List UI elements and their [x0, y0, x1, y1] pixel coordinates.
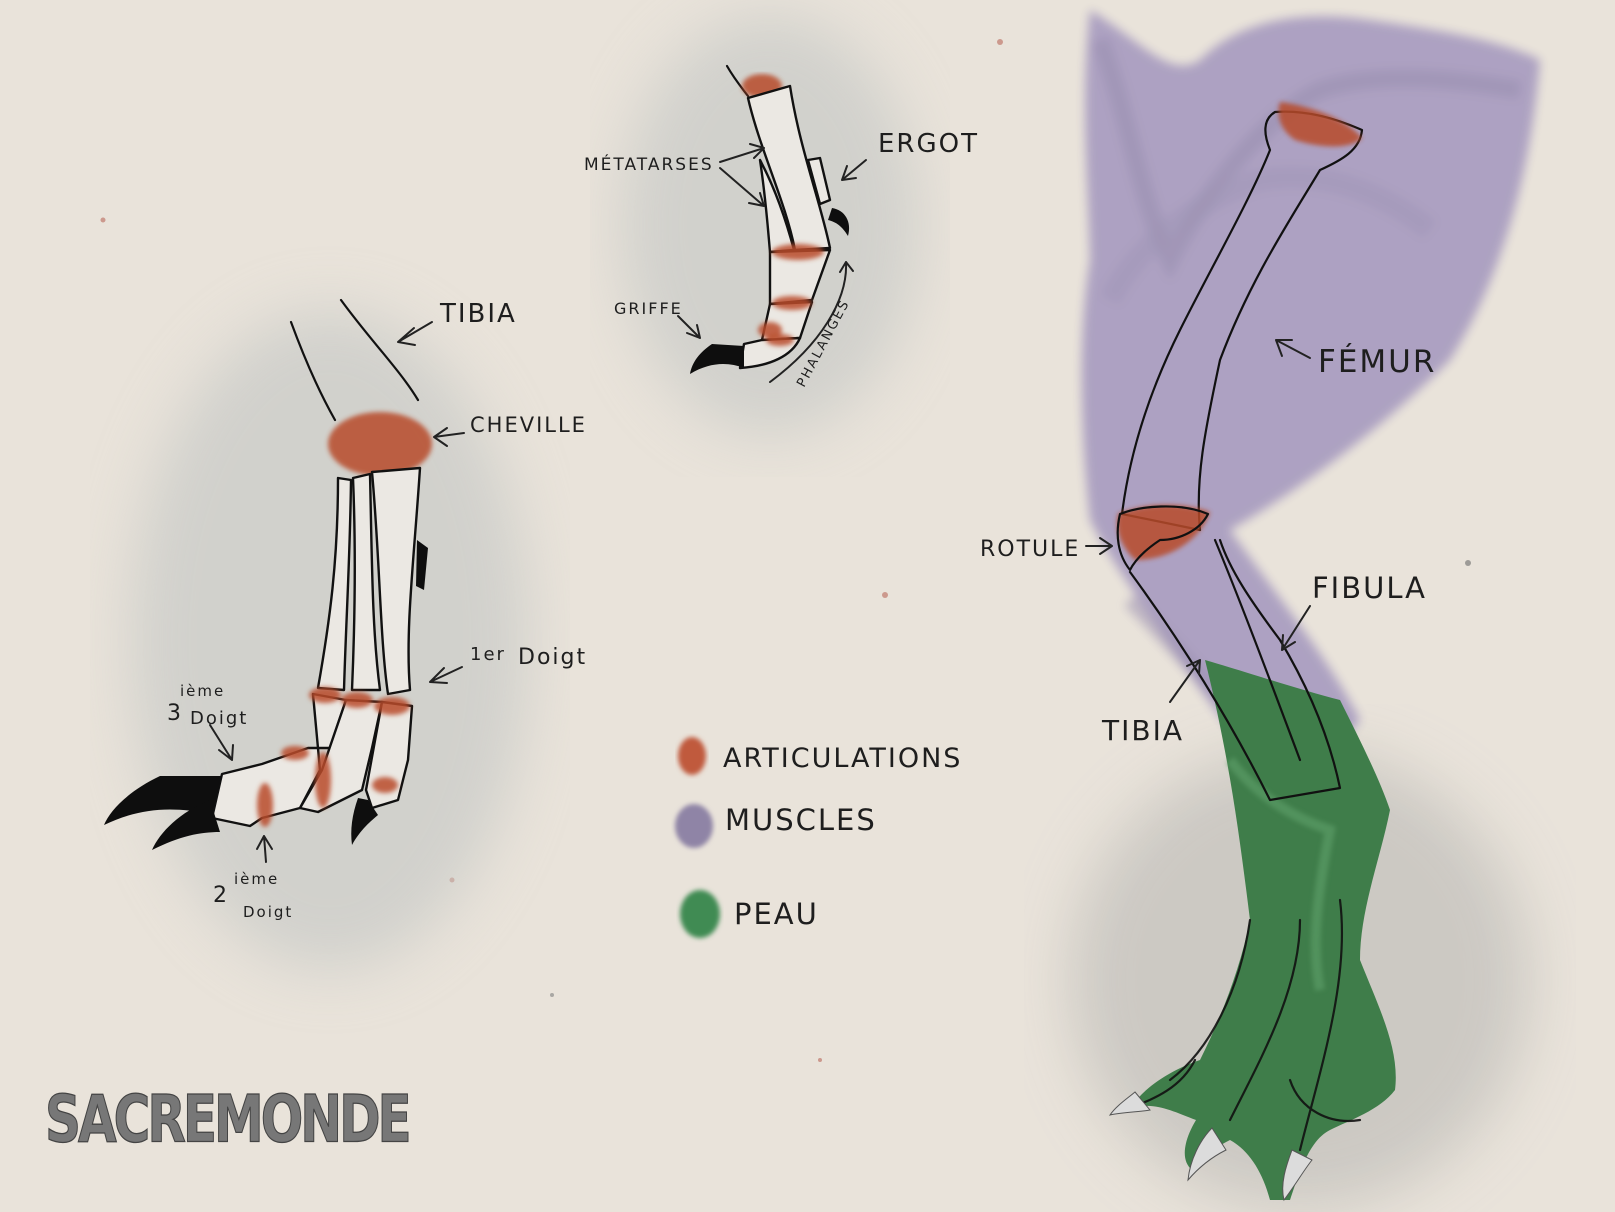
metatarsal-3 [316, 476, 353, 692]
label-second-toe-sup: ième [234, 870, 279, 888]
label-first-toe-sup: 1er [470, 644, 506, 665]
metatarsal-2 [350, 472, 382, 692]
arrow-metatarses-2 [719, 167, 765, 207]
leg-claw-mid [1187, 1127, 1227, 1182]
label-leg-tibia: TIBIA [1101, 714, 1184, 747]
label-third-toe-sup: ième [180, 682, 225, 700]
claw-third-toe-b [152, 800, 220, 850]
arrow-ergot [841, 159, 867, 181]
foot-diagram: TIBIA CHEVILLE 1er Doigt 3 ième Doigt 2 … [104, 298, 587, 970]
label-rotule: ROTULE [980, 537, 1080, 562]
femur-bone [1120, 110, 1364, 532]
leg-claw-right [1282, 1149, 1313, 1202]
arrow-griffe [677, 315, 701, 339]
arrow-second-toe [256, 835, 273, 863]
ankle-joint [328, 412, 432, 476]
leg-toe-lines [1128, 898, 1362, 1152]
arrow-phalanges [769, 261, 854, 383]
claw-third-toe [104, 776, 222, 825]
paper-texture [100, 39, 1471, 1062]
leg-fibula-bone [1213, 538, 1302, 762]
label-ergot: ERGOT [878, 129, 979, 159]
label-griffe: GRIFFE [614, 299, 683, 318]
rotule-joint [1117, 504, 1210, 560]
arrow-femur [1275, 339, 1311, 359]
claw-first-toe [351, 798, 378, 845]
legend-swatch-muscles [675, 804, 713, 848]
metatarsal-1 [370, 466, 422, 696]
arrow-third-toe [209, 724, 234, 761]
label-second-toe-num: 2 [213, 883, 229, 908]
label-metatarses: MÉTATARSES [584, 153, 714, 175]
label-tibia: TIBIA [439, 299, 517, 329]
foot-tibia-bone [289, 320, 337, 422]
legend: ARTICULATIONS MUSCLES PEAU [675, 737, 962, 938]
phalanx-diagram: MÉTATARSES ERGOT GRIFFE PHALANGES [584, 15, 979, 435]
rotule-outline [1116, 505, 1210, 572]
leg-diagram: FÉMUR ROTULE FIBULA TIBIA [980, 10, 1540, 1210]
label-femur: FÉMUR [1318, 344, 1436, 380]
legend-label-articulations: ARTICULATIONS [723, 743, 962, 774]
femur-head-joint [1278, 102, 1362, 147]
label-cheville: CHEVILLE [470, 413, 587, 437]
ergot-claw [828, 208, 850, 236]
legend-label-muscles: MUSCLES [725, 803, 877, 837]
arrow-cheville [433, 427, 465, 447]
leg-claw-left [1108, 1091, 1151, 1116]
label-third-toe: Doigt [190, 708, 248, 729]
foot-tibia-bone-back [339, 298, 420, 402]
leg-skin [1130, 660, 1396, 1200]
arrow-rotule [1085, 537, 1113, 555]
label-first-toe: Doigt [518, 645, 587, 670]
phalanx-tibia-line [725, 64, 750, 98]
arrow-metatarses-1 [719, 143, 765, 163]
legend-swatch-peau [680, 890, 720, 938]
legend-swatch-articulations [678, 737, 706, 775]
label-fibula: FIBULA [1312, 571, 1427, 605]
dewclaw-claw [416, 540, 428, 590]
arrow-fibula [1281, 605, 1311, 651]
arrow-tibia [397, 321, 433, 346]
arrow-first-toe [429, 666, 463, 684]
label-third-toe-num: 3 [167, 701, 183, 726]
toe-joints [257, 687, 410, 827]
griffe-claw [690, 344, 744, 374]
phalanx-joints [758, 244, 824, 346]
legend-label-peau: PEAU [734, 897, 819, 931]
label-second-toe: Doigt [243, 903, 293, 921]
watermark-logo: SACREMONDE [45, 1081, 409, 1157]
ergot-bone [806, 156, 832, 206]
arrow-leg-tibia [1169, 659, 1201, 703]
leg-skin-highlight [1226, 756, 1336, 991]
leg-tibia-bone [1128, 538, 1342, 802]
